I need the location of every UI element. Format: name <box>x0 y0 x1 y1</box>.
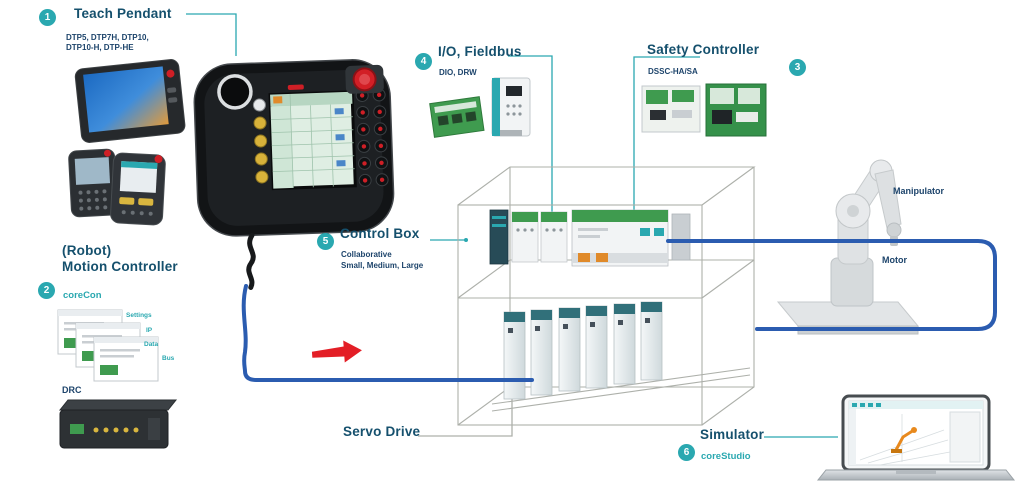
drc-controller-device <box>58 399 178 449</box>
servo-drive-modules <box>503 301 663 400</box>
pendant-left-buttons <box>252 98 269 184</box>
simulator-title: Simulator <box>700 427 765 442</box>
control-box-sub-1: Collaborative <box>341 250 392 259</box>
io-din-module <box>491 77 531 137</box>
label-connector-lines <box>186 13 838 438</box>
emergency-stop-button <box>345 64 384 94</box>
pendant-right-buttons <box>355 88 389 187</box>
pendant-handle-ring <box>217 74 253 110</box>
badge-1: 1 <box>39 9 56 26</box>
control-box-title: Control Box <box>340 226 420 241</box>
safety-controller-title: Safety Controller <box>647 42 760 57</box>
handheld-pendant-medium <box>110 152 166 226</box>
teach-pendant-models-1: DTP5, DTP7H, DTP10, <box>66 33 149 42</box>
robot-motor-base <box>830 257 874 307</box>
tablet-pendant <box>74 59 186 143</box>
safety-controller-product: DSSC-HA/SA <box>648 67 698 76</box>
pendant-logo <box>287 84 304 90</box>
servo-connector-line <box>418 398 513 437</box>
badge-4: 4 <box>415 53 432 70</box>
manipulator-label: Manipulator <box>893 186 944 196</box>
simulator-laptop <box>816 394 1016 481</box>
badge-6: 6 <box>678 444 695 461</box>
control-box-internal-modules <box>489 209 691 267</box>
io-fieldbus-title: I/O, Fieldbus <box>438 44 522 59</box>
drc-device-label: DRC <box>62 385 82 395</box>
pendant-cable-coil <box>246 232 256 290</box>
safety-board-right <box>705 83 767 137</box>
simulator-product: coreStudio <box>701 451 751 462</box>
fieldbus-module-mounted <box>540 211 568 263</box>
motion-controller-title-1: (Robot) <box>62 243 112 258</box>
system-cables <box>241 239 997 382</box>
badge-2: 2 <box>38 282 55 299</box>
flow-arrow <box>311 340 362 363</box>
card-tag-bus: Bus <box>162 355 175 362</box>
safety-controller-mounted <box>571 209 669 267</box>
teach-pendant-models-2: DTP10-H, DTP-HE <box>66 43 134 52</box>
card-tag-data: Data <box>144 341 159 348</box>
simulated-robot-glyph <box>894 428 916 452</box>
safety-board-left <box>641 85 701 133</box>
io-green-module <box>429 96 485 138</box>
corecon-cards <box>57 309 159 382</box>
handheld-pendant-small <box>68 148 118 218</box>
teach-pendant-title: Teach Pendant <box>74 6 172 21</box>
badge-3: 3 <box>789 59 806 76</box>
main-teach-pendant <box>193 59 395 290</box>
motor-label: Motor <box>882 255 907 265</box>
card-tag-ip: IP <box>146 327 153 334</box>
badge-5: 5 <box>317 233 334 250</box>
card-tag-settings: Settings <box>126 312 152 319</box>
io-module-mounted <box>511 211 539 263</box>
motion-controller-title-2: Motion Controller <box>62 259 178 274</box>
pendant-screen <box>268 90 357 191</box>
io-fieldbus-product: DIO, DRW <box>439 68 477 77</box>
corecon-product-label: coreCon <box>63 290 102 301</box>
servo-drive-title: Servo Drive <box>343 424 421 439</box>
control-box-sub-2: Small, Medium, Large <box>341 261 424 270</box>
